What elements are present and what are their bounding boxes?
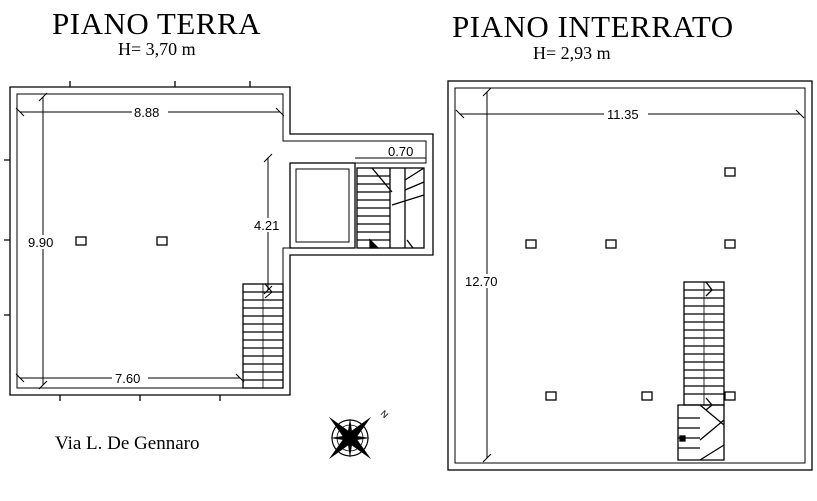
left-plan-dimension-lines <box>15 92 426 390</box>
left-plan-dimension-texts: 8.88 9.90 7.60 4.21 0.70 <box>24 105 413 386</box>
left-plan-stairs-upper <box>356 167 425 249</box>
compass-north-label: N <box>379 408 391 420</box>
right-plan-dimension-texts: 11.35 12.70 <box>463 107 648 289</box>
dim-left-height: 9.90 <box>28 235 53 250</box>
left-plan-title: PIANO TERRA <box>52 6 262 41</box>
left-plan-stairs-main <box>242 283 284 389</box>
dim-left-small: 0.70 <box>388 144 413 159</box>
left-plan-walls <box>4 81 434 401</box>
compass-rose-icon: N <box>328 408 391 460</box>
right-plan-height: H= 2,93 m <box>533 43 611 63</box>
dim-right-width: 11.35 <box>607 107 639 122</box>
dim-left-bottom: 7.60 <box>115 371 140 386</box>
left-plan-height: H= 3,70 m <box>118 39 196 59</box>
dim-left-stair: 4.21 <box>254 218 279 233</box>
dim-left-width: 8.88 <box>134 105 159 120</box>
right-plan-columns <box>525 167 736 401</box>
right-plan-walls <box>447 80 813 471</box>
left-plan-column <box>156 236 168 246</box>
right-plan-stairs <box>677 281 725 461</box>
left-plan-column <box>75 236 87 246</box>
right-plan-title: PIANO INTERRATO <box>452 9 734 44</box>
address-label: Via L. De Gennaro <box>55 433 200 454</box>
dim-right-height: 12.70 <box>465 274 498 289</box>
right-plan-dimension-lines <box>455 87 805 463</box>
